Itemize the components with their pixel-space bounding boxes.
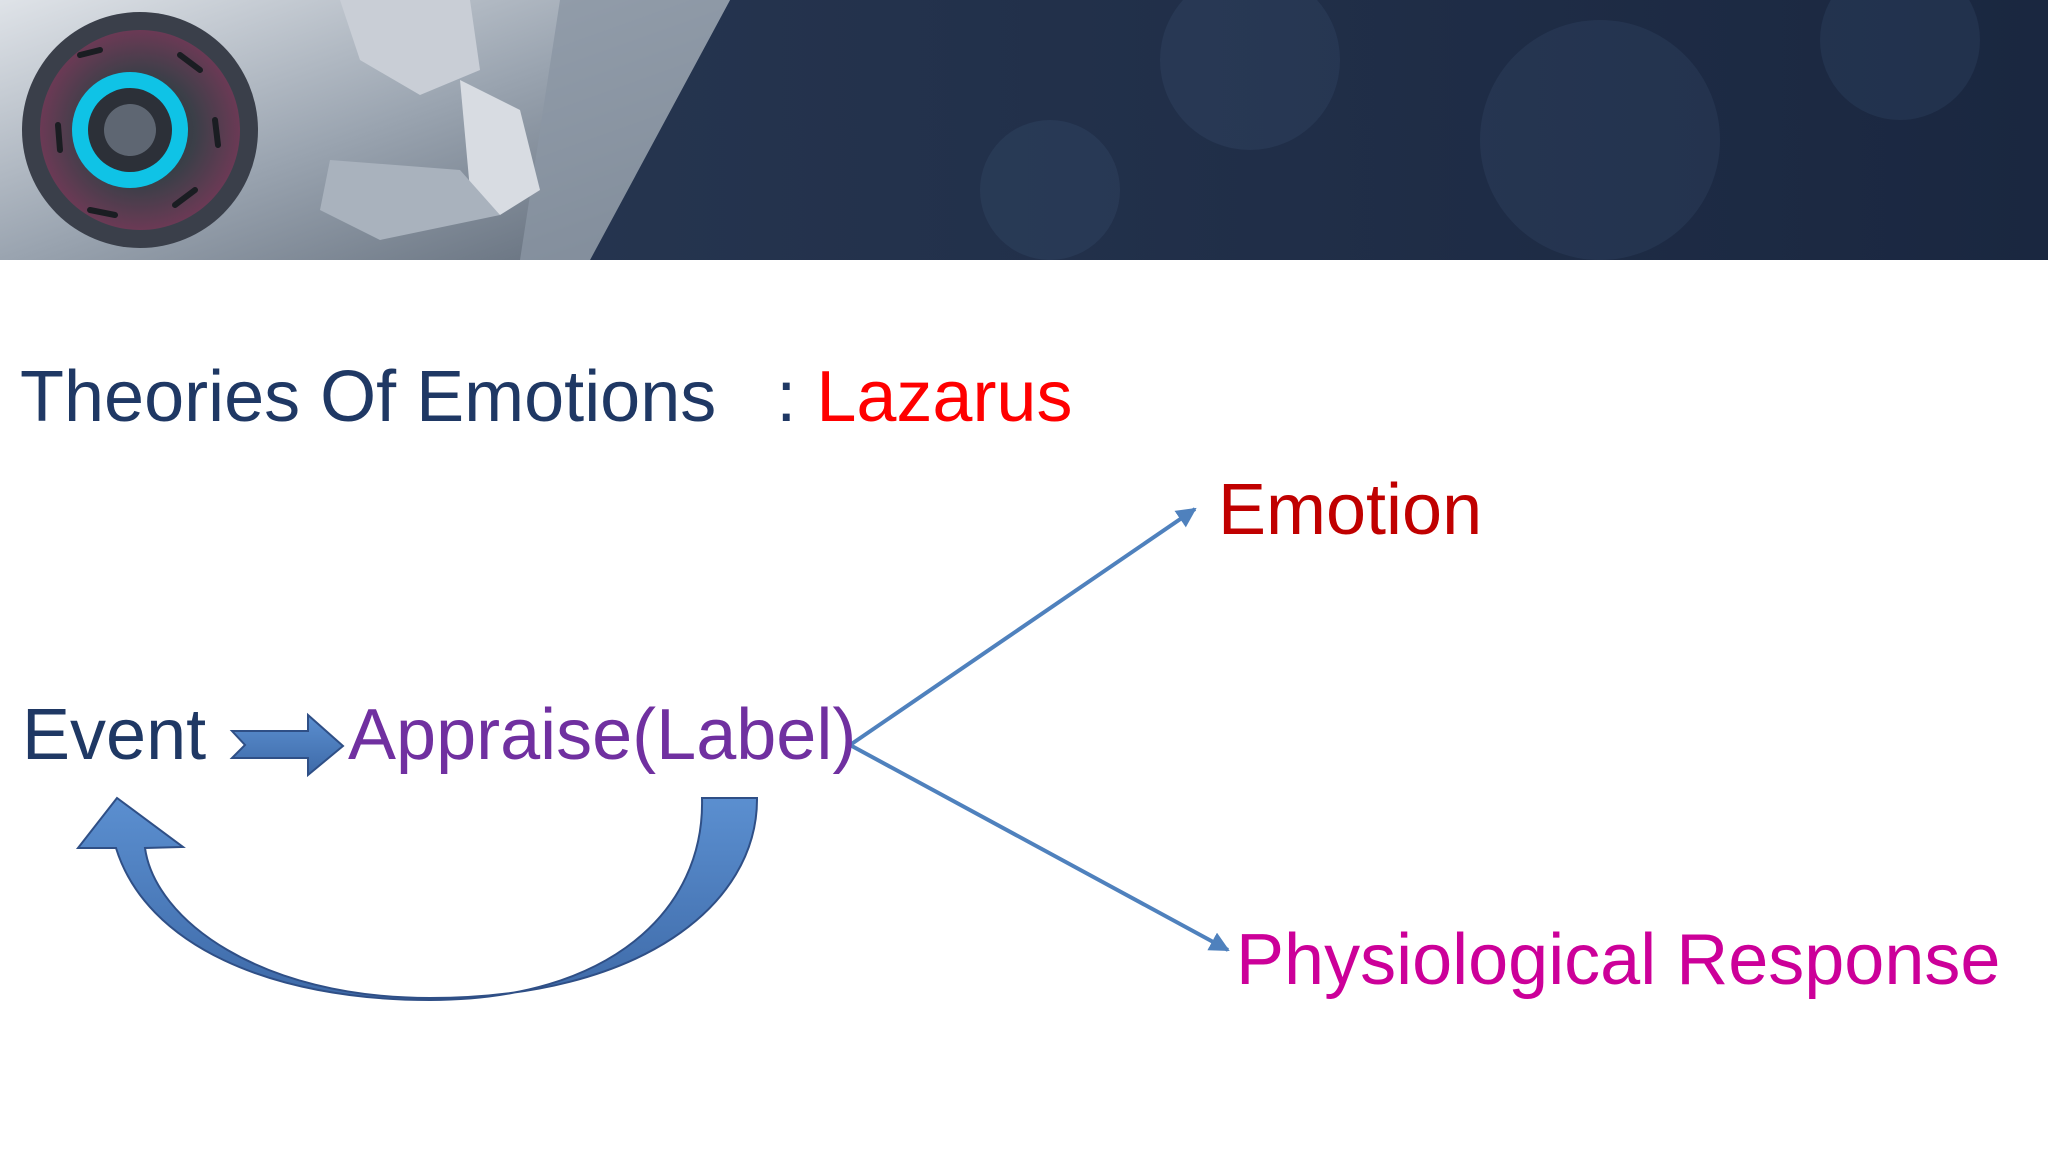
- node-emotion: Emotion: [1218, 470, 1483, 550]
- robot-head-image: [0, 0, 2048, 260]
- block-arrow-event-to-appraise: [229, 712, 345, 778]
- title-accent: Lazarus: [816, 357, 1073, 437]
- node-event: Event: [22, 695, 207, 775]
- node-physiological-response: Physiological Response: [1236, 920, 2001, 1000]
- title-main: Theories Of Emotions: [20, 357, 717, 437]
- header-banner: [0, 0, 2048, 260]
- arrow-to-physiological: [849, 743, 1230, 952]
- node-appraise: Appraise(Label): [348, 695, 857, 775]
- slide-title: Theories Of Emotions : Lazarus: [20, 352, 1072, 442]
- arrow-to-emotion: [848, 507, 1197, 747]
- feedback-curved-arrow: [75, 796, 759, 1002]
- title-separator: :: [776, 357, 797, 437]
